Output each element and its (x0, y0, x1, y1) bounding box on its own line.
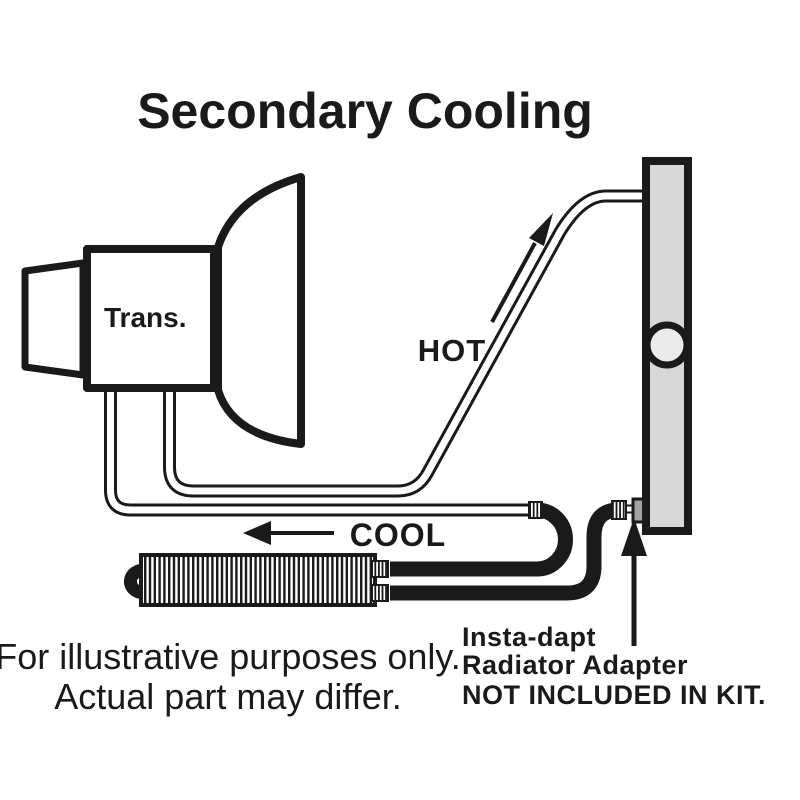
svg-text:For illustrative purposes only: For illustrative purposes only. (0, 636, 461, 677)
disclaimer-text: For illustrative purposes only. Actual p… (0, 636, 461, 717)
cool-arrowhead (243, 521, 271, 545)
adapter-thread-fitting (611, 500, 627, 520)
transmission-bellhousing (214, 173, 305, 448)
cool-flow-arrow (243, 521, 334, 545)
cool-return-tube (104, 391, 531, 517)
svg-text:NOT INCLUDED IN KIT.: NOT INCLUDED IN KIT. (462, 680, 766, 710)
radiator-filler-cap (643, 321, 691, 369)
hose-cooler-to-radiator (390, 502, 622, 601)
hot-label: HOT (418, 333, 486, 368)
adapter-pointer-arrow (621, 518, 647, 646)
hot-arrowhead (529, 213, 553, 246)
svg-text:Actual part may differ.: Actual part may differ. (54, 676, 402, 717)
hot-tube (163, 189, 644, 498)
cooler-top-fitting (371, 560, 389, 578)
transmission-body (83, 245, 218, 392)
hose-return-to-cooler (390, 502, 573, 577)
transmission-tailshaft (21, 259, 87, 379)
cool-line-fitting (528, 501, 543, 519)
radiator (642, 157, 692, 535)
cool-label: COOL (350, 517, 446, 553)
svg-text:Insta-dapt: Insta-dapt (462, 622, 596, 652)
diagram-title: Secondary Cooling (137, 83, 593, 139)
cooler-bottom-fitting (371, 584, 389, 602)
auxiliary-cooler (123, 553, 389, 607)
adapter-note-text: Insta-dapt Radiator Adapter NOT INCLUDED… (462, 622, 766, 710)
transmission-label: Trans. (104, 302, 186, 333)
transmission: Trans. (21, 173, 305, 448)
cooler-core (139, 553, 377, 607)
adapter-arrowhead (621, 518, 647, 556)
hot-flow-arrow (490, 213, 553, 323)
svg-text:Radiator Adapter: Radiator Adapter (462, 650, 688, 680)
